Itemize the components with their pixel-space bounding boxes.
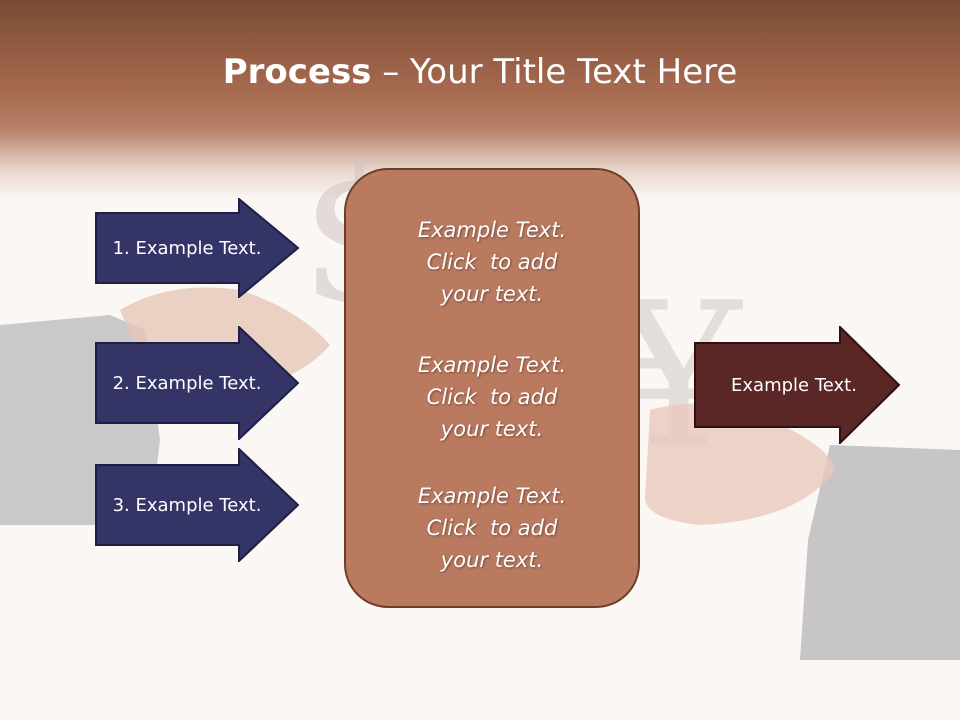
title-strong: Process — [222, 52, 372, 92]
center-text-block-1: Example Text. Click to add your text. — [346, 214, 638, 310]
center-line: Example Text. — [417, 218, 567, 242]
center-line: Click to add — [426, 385, 558, 409]
center-line: Click to add — [426, 250, 558, 274]
center-line: Click to add — [426, 516, 558, 540]
right-hand — [645, 403, 835, 525]
center-line: your text. — [440, 282, 544, 306]
left-arrow-shape — [95, 198, 299, 298]
left-arrow-1: 1. Example Text. — [95, 198, 299, 298]
right-sleeve — [800, 445, 960, 660]
title-rest: – Your Title Text Here — [371, 52, 738, 92]
center-line: your text. — [440, 548, 544, 572]
center-text-box[interactable]: Example Text. Click to add your text. Ex… — [344, 168, 640, 608]
left-arrow-label: 3. Example Text. — [112, 494, 262, 516]
left-arrow-label: 1. Example Text. — [112, 237, 262, 259]
left-arrow-3: 3. Example Text. — [95, 448, 299, 562]
center-line: your text. — [440, 417, 544, 441]
left-arrow-label: 2. Example Text. — [112, 372, 262, 394]
left-arrow-shape — [95, 448, 299, 562]
right-arrow-shape — [694, 326, 900, 444]
right-arrow-label: Example Text. — [731, 374, 857, 396]
center-line: Example Text. — [417, 484, 567, 508]
slide-title: Process – Your Title Text Here — [0, 52, 960, 92]
center-text-block-3: Example Text. Click to add your text. — [346, 480, 638, 576]
left-arrow-2: 2. Example Text. — [95, 326, 299, 440]
right-arrow: Example Text. — [694, 326, 900, 444]
left-arrow-shape — [95, 326, 299, 440]
center-text-block-2: Example Text. Click to add your text. — [346, 349, 638, 445]
center-line: Example Text. — [417, 353, 567, 377]
header-band — [0, 0, 960, 200]
